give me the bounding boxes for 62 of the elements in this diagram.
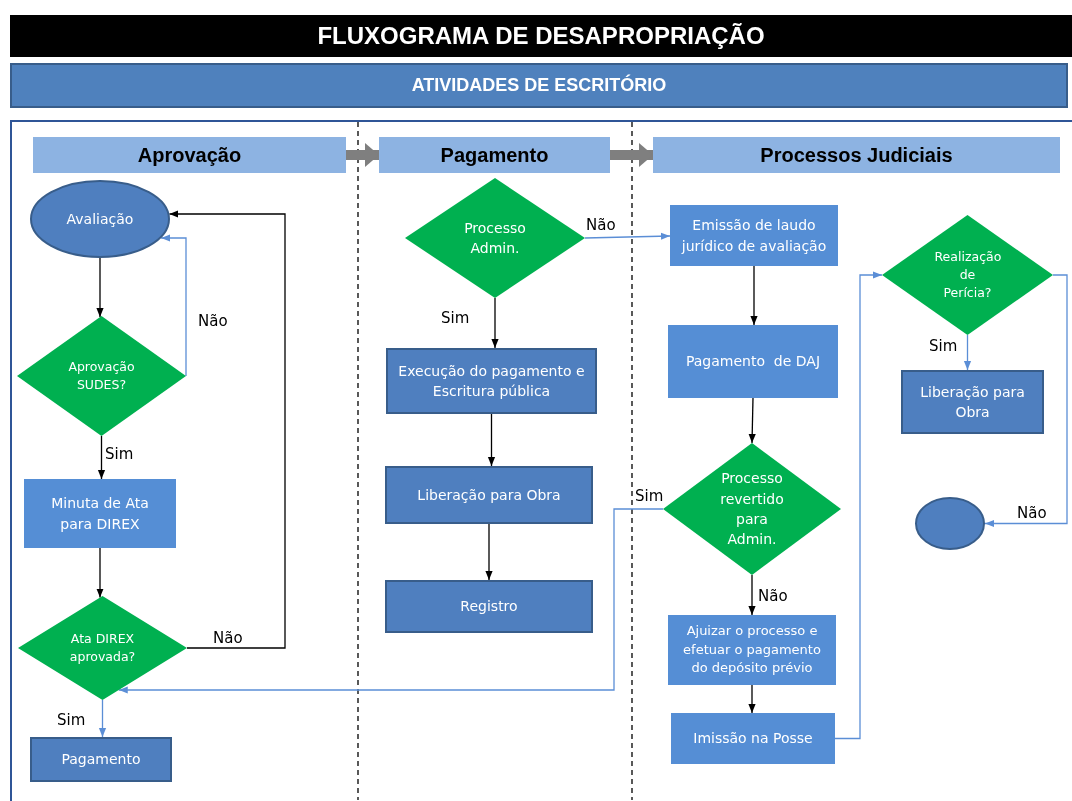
arrow bbox=[97, 435, 106, 480]
arrow bbox=[98, 699, 107, 738]
terminal-ellipse bbox=[30, 180, 170, 258]
node-text: Avaliação bbox=[66, 209, 134, 229]
arrow bbox=[748, 574, 756, 616]
node-text: Emissão de laudo jurídico de avaliação bbox=[680, 216, 828, 256]
process-box bbox=[30, 737, 172, 782]
process-box bbox=[671, 713, 835, 764]
arrow bbox=[748, 684, 756, 714]
arrow bbox=[750, 265, 758, 326]
arrow bbox=[984, 274, 1068, 528]
title-bar: FLUXOGRAMA DE DESAPROPRIAÇÃO bbox=[10, 15, 1072, 57]
node-text: Realização de Perícia? bbox=[934, 247, 1001, 303]
process-box bbox=[668, 325, 838, 398]
block-arrow bbox=[346, 143, 379, 167]
arrow bbox=[96, 257, 104, 318]
arrow bbox=[748, 397, 756, 444]
node-text: Imissão na Posse bbox=[693, 729, 813, 749]
heading-text: Processos Judiciais bbox=[760, 142, 953, 168]
process-box bbox=[24, 479, 176, 548]
arrow bbox=[168, 210, 286, 649]
lane-header bbox=[33, 137, 346, 173]
node-text: Liberação para Obra bbox=[919, 382, 1026, 422]
node-text: Processo revertido para Admin. bbox=[719, 469, 785, 550]
arrow bbox=[487, 413, 496, 467]
node-text: Registro bbox=[460, 597, 518, 617]
decision-diamond bbox=[18, 596, 187, 700]
section-band bbox=[10, 63, 1068, 108]
decision-diamond bbox=[663, 443, 841, 575]
process-box bbox=[386, 348, 597, 414]
node-text: Ata DIREX aprovada? bbox=[68, 629, 137, 666]
heading-text: Aprovação bbox=[137, 142, 242, 168]
arrow bbox=[160, 234, 187, 377]
decision-diamond bbox=[17, 316, 186, 436]
terminal-ellipse bbox=[915, 497, 985, 550]
decision-diamond bbox=[405, 178, 585, 298]
node-text: Processo Admin. bbox=[463, 218, 527, 258]
arrow bbox=[584, 232, 671, 240]
process-box bbox=[385, 580, 593, 633]
block-arrow bbox=[610, 143, 653, 167]
arrow bbox=[96, 547, 104, 599]
node-text: Minuta de Ata para DIREX bbox=[50, 494, 150, 534]
process-box bbox=[385, 466, 593, 524]
arrow bbox=[491, 297, 499, 349]
lane-header bbox=[379, 137, 610, 173]
process-box bbox=[901, 370, 1044, 434]
arrow bbox=[963, 334, 972, 371]
process-box bbox=[670, 205, 838, 266]
heading-text: Pagamento bbox=[440, 142, 549, 168]
node-text: Aprovação SUDES? bbox=[67, 357, 136, 394]
node-text: Pagamento de DAJ bbox=[685, 352, 821, 372]
lane-header bbox=[653, 137, 1060, 173]
arrow bbox=[118, 508, 664, 694]
node-text: Execução do pagamento e Escritura pública bbox=[397, 361, 586, 401]
heading-text: ATIVIDADES DE ESCRITÓRIO bbox=[411, 73, 667, 98]
arrow bbox=[834, 271, 883, 740]
node-text: Pagamento bbox=[61, 750, 141, 770]
node-text: Ajuizar o processo e efetuar o pagamento do depósito prévio bbox=[682, 621, 822, 678]
node-text: Liberação para Obra bbox=[417, 485, 561, 505]
process-box bbox=[668, 615, 836, 685]
decision-diamond bbox=[882, 215, 1053, 335]
arrow bbox=[485, 523, 493, 581]
